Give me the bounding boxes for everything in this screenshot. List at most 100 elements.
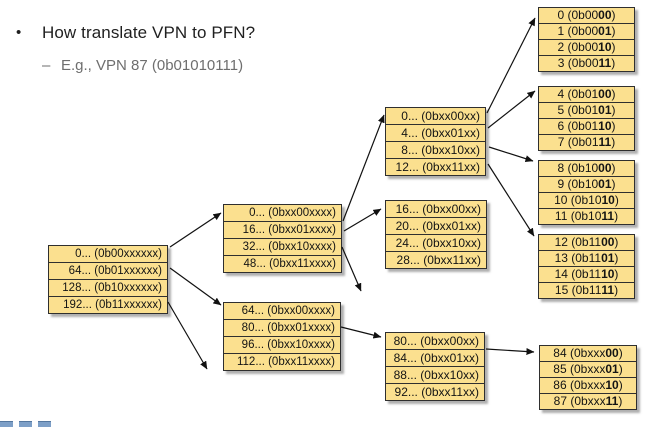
table-row: 16... (0bxx00xx) [386, 201, 486, 218]
level3-page-table-bottom: 80... (0bxx00xx)84... (0bxx01xx) 88... (0… [385, 332, 485, 401]
row-text: 64... (0bxx00xxxx) [241, 305, 335, 317]
row-text: 15 (0b11 [554, 283, 602, 297]
table-row: 9 (0b1001) [539, 177, 634, 193]
bullet-item: • How translate VPN to PFN? [16, 22, 255, 44]
level1-page-table: 0... (0b00xxxxxx)64... (0b01xxxxxx)128..… [48, 245, 168, 314]
offset-bits-bold: 10 [601, 267, 615, 281]
table-row: 32... (0bxx10xxxx) [224, 239, 341, 256]
row-text: 192... (0b11xxxxxx) [63, 299, 162, 311]
offset-bits-bold: 10 [605, 378, 619, 392]
offset-bits-bold: 11 [601, 209, 615, 223]
row-text: 13 (0b11 [554, 251, 602, 265]
row-text: 12 (0b11 [554, 235, 602, 249]
row-text: 10 (0b10 [554, 193, 602, 207]
table-row: 20... (0bxx01xx) [386, 218, 486, 235]
table-row: 12 (0b1100) [539, 235, 634, 251]
table-row: 28... (0bxx11xx) [386, 252, 486, 268]
arrow-l3b-to-l4-84-87 [485, 348, 535, 356]
row-text: ) [614, 283, 619, 297]
slide-title: How translate VPN to PFN? [42, 23, 256, 42]
row-text: ) [611, 56, 616, 70]
row-text: 32... (0bxx10xxxx) [242, 241, 336, 253]
table-row: 192... (0b11xxxxxx) [49, 297, 167, 313]
offset-bits-bold: 00 [605, 346, 619, 360]
table-row: 0... (0bxx00xxxx) [224, 205, 341, 222]
level4-table-8-11: 8 (0b1000)9 (0b1001)10 (0b1010)11 (0b101… [538, 160, 635, 225]
row-text: ) [614, 267, 619, 281]
row-text: 20... (0bxx01xx) [395, 219, 481, 233]
level4-table-84-87: 84 (0bxxx00)85 (0bxxx01)86 (0bxxx10)87 (… [539, 345, 637, 410]
level2-page-table-upper: 0... (0bxx00xxxx) 16... (0bxx01xxxx) 32...… [223, 204, 342, 273]
row-text: ) [614, 251, 619, 265]
row-text: ) [611, 161, 616, 175]
row-text: 1 (0b00 [557, 24, 599, 38]
table-row: 80... (0bxx00xx) [386, 333, 484, 350]
offset-bits-bold: 00 [598, 8, 612, 22]
offset-bits-bold: 11 [598, 135, 612, 149]
row-text: 16... (0bxx01xxxx) [242, 224, 336, 236]
row-text: ) [611, 87, 616, 101]
row-text: 48... (0bxx11xxxx) [243, 258, 336, 270]
table-row: 128... (0b10xxxxxx) [49, 280, 167, 297]
row-text: 0... (0bxx00xxxx) [249, 207, 336, 219]
offset-bits-bold: 11 [598, 56, 612, 70]
offset-bits-bold: 01 [598, 177, 612, 191]
logo-bar-icon [19, 421, 32, 427]
table-row: 4 (0b0100) [539, 87, 634, 103]
dash-glyph: – [42, 57, 51, 74]
row-text: ) [618, 378, 623, 392]
row-text: ) [618, 346, 623, 360]
row-text: 9 (0b10 [557, 177, 599, 191]
table-row: 64... (0bxx00xxxx) [224, 303, 340, 320]
row-text: 7 (0b01 [557, 135, 599, 149]
offset-bits-bold: 01 [605, 362, 619, 376]
level3-page-table-middle: 16... (0bxx00xx)20... (0bxx01xx) 24... (0… [385, 200, 487, 269]
offset-bits-bold: 01 [598, 24, 612, 38]
row-text: 8 (0b10 [557, 161, 599, 175]
offset-bits-bold: 00 [598, 161, 612, 175]
row-text: ) [614, 209, 619, 223]
table-row: 86 (0bxxx10) [540, 378, 636, 394]
row-text: ) [614, 193, 619, 207]
example-vpn-text: E.g., VPN 87 (0b01010111) [61, 57, 244, 74]
row-text: ) [611, 40, 616, 54]
table-row: 14 (0b1110) [539, 267, 634, 283]
row-text: 8... (0bxx10xx) [401, 143, 480, 157]
row-text: 0... (0bxx00xx) [401, 109, 480, 123]
table-row: 0 (0b0000) [539, 8, 634, 24]
row-text: 84... (0bxx01xx) [393, 351, 479, 365]
row-text: 85 (0bxxx [553, 362, 606, 376]
table-row: 0... (0b00xxxxxx) [49, 246, 167, 263]
table-row: 5 (0b0101) [539, 103, 634, 119]
table-row: 12... (0bxx11xx) [386, 159, 485, 175]
table-row: 92... (0bxx11xx) [386, 384, 484, 400]
row-text: ) [618, 394, 623, 408]
row-text: 28... (0bxx11xx) [396, 253, 481, 267]
row-text: 0 (0b00 [557, 8, 599, 22]
row-text: ) [618, 362, 623, 376]
arrow-l1-to-l2-lower [169, 267, 222, 306]
arrow-l2u-to-hidden-table [341, 246, 362, 292]
row-text: 87 (0bxxx [553, 394, 606, 408]
row-text: ) [611, 177, 616, 191]
row-text: 11 (0b10 [554, 209, 602, 223]
table-row: 80... (0bxx01xxxx) [224, 320, 340, 337]
table-row: 16... (0bxx01xxxx) [224, 222, 341, 239]
arrow-l1-to-l2-upper [169, 212, 222, 248]
offset-bits-bold: 11 [601, 283, 615, 297]
row-text: ) [611, 135, 616, 149]
table-row: 0... (0bxx00xx) [386, 108, 485, 125]
row-text: 3 (0b00 [557, 56, 599, 70]
row-text: 84 (0bxxx [553, 346, 606, 360]
arrow-l3t-to-l4-8-11 [488, 146, 534, 163]
offset-bits-bold: 01 [598, 103, 612, 117]
table-row: 88... (0bxx10xx) [386, 367, 484, 384]
row-text: 4 (0b01 [557, 87, 599, 101]
table-row: 24... (0bxx10xx) [386, 235, 486, 252]
offset-bits-bold: 10 [598, 119, 612, 133]
row-text: 96... (0bxx10xxxx) [241, 339, 335, 351]
offset-bits-bold: 10 [598, 40, 612, 54]
table-row: 87 (0bxxx11) [540, 394, 636, 409]
row-text: 86 (0bxxx [553, 378, 606, 392]
